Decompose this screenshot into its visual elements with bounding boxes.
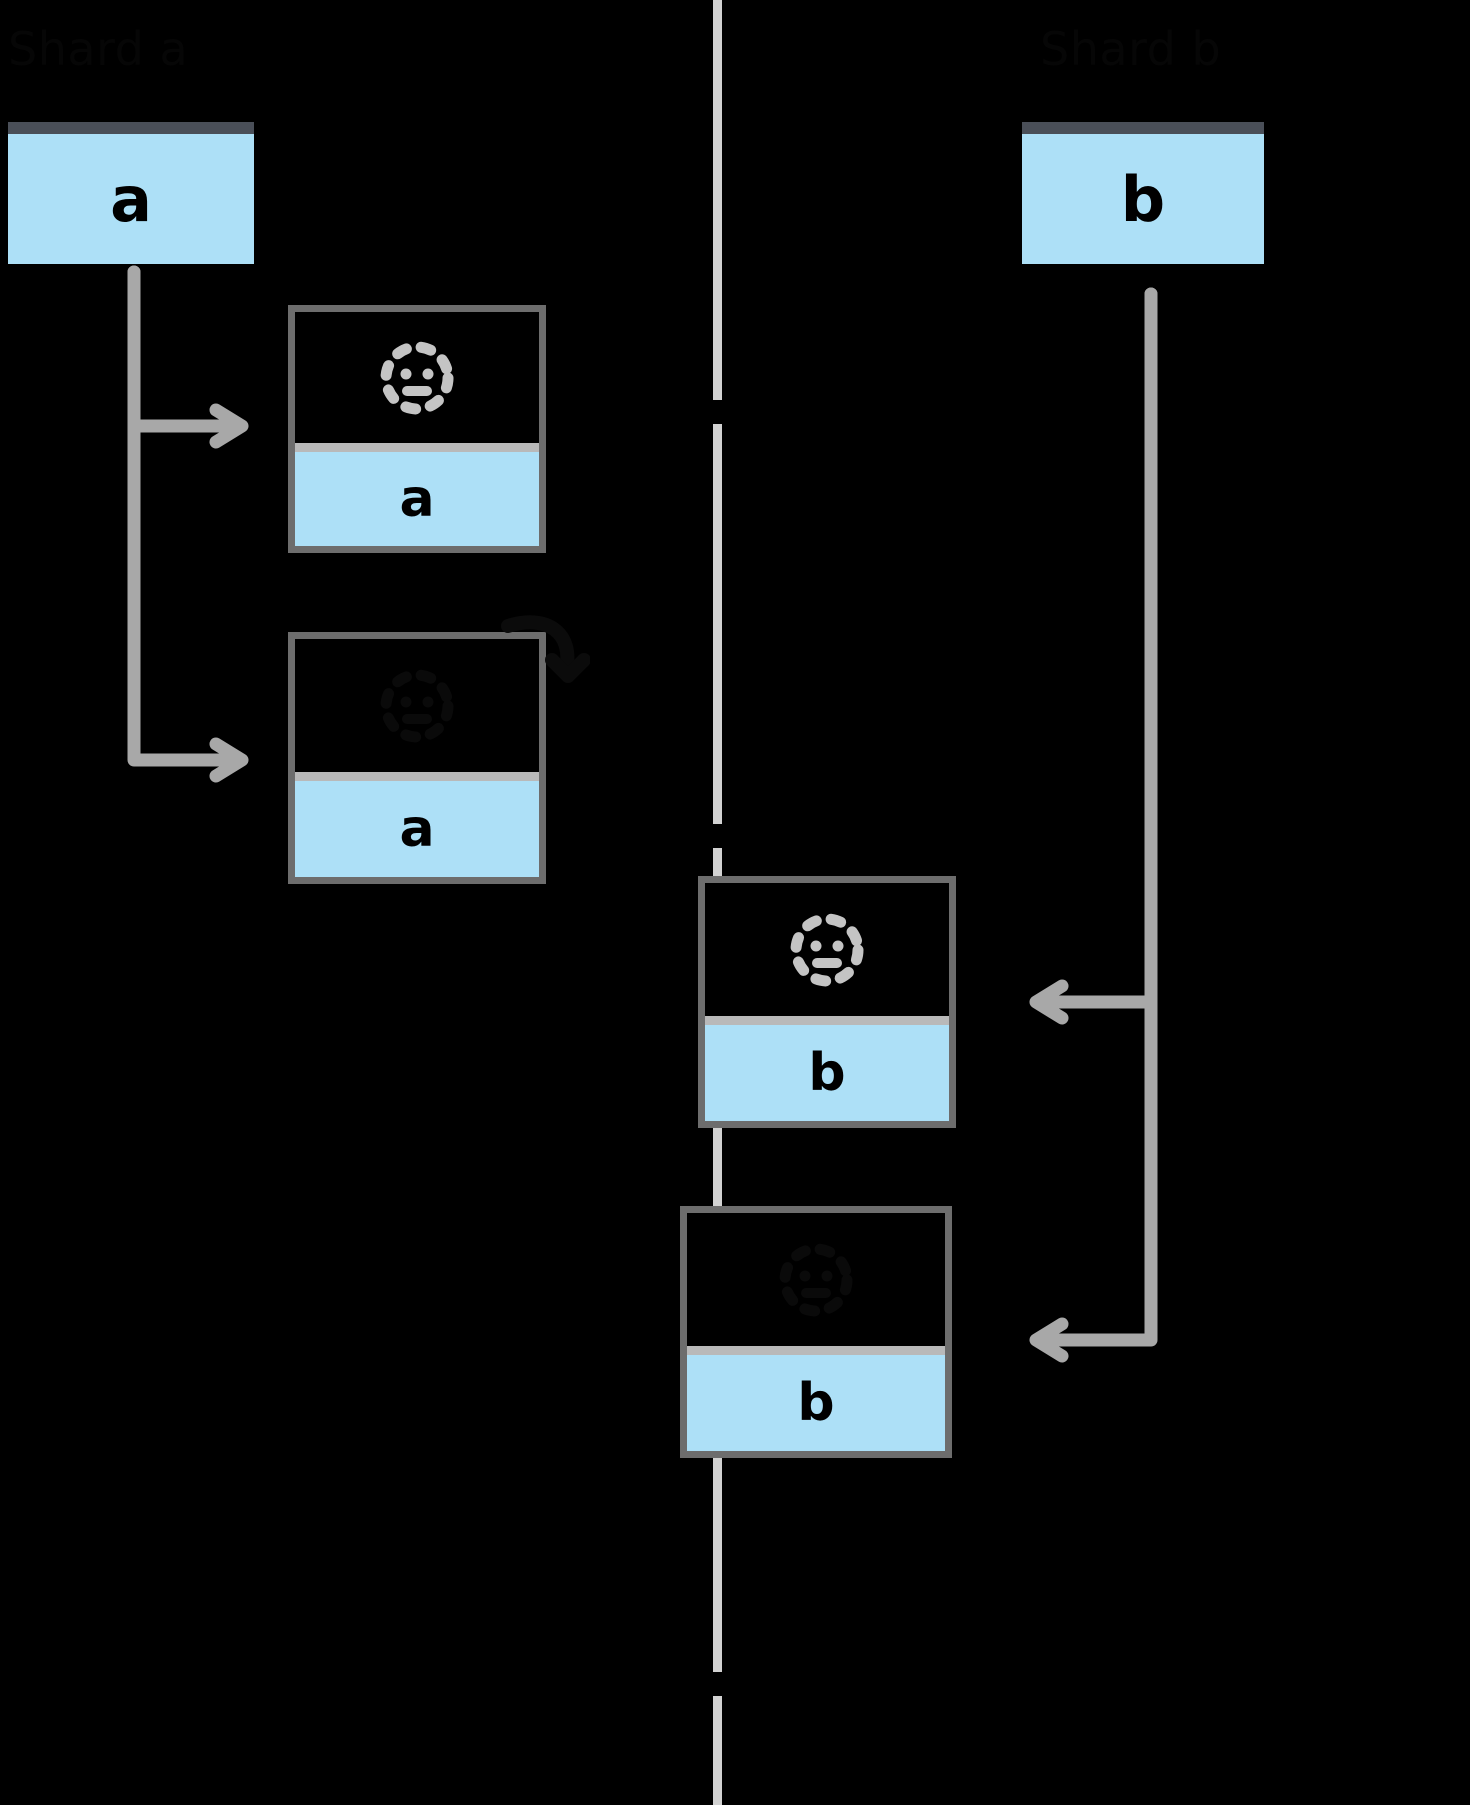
- root-node-b-label: b: [1120, 162, 1166, 236]
- leaf-b1-icon-area: [705, 883, 949, 1016]
- dashed-circle-icon: [374, 663, 460, 749]
- curved-accent-stroke: [500, 608, 591, 688]
- leaf-node-a1[interactable]: a: [288, 305, 546, 553]
- dashed-circle-icon: [784, 907, 870, 993]
- leaf-node-a1-label: a: [399, 469, 435, 530]
- leaf-node-b1-label: b: [808, 1043, 846, 1104]
- leaf-b1-band: b: [705, 1016, 949, 1121]
- left-group-title: Shard a: [8, 22, 189, 76]
- leaf-node-b2-label: b: [797, 1373, 835, 1434]
- arrow-a-to-a2: [120, 265, 290, 808]
- root-node-b[interactable]: b: [1022, 122, 1264, 264]
- leaf-a2-icon-area: [295, 639, 539, 772]
- leaf-a1-band: a: [295, 443, 539, 546]
- leaf-node-b1[interactable]: b: [698, 876, 956, 1128]
- dashed-circle-icon: [773, 1237, 859, 1323]
- root-node-a[interactable]: a: [8, 122, 254, 264]
- leaf-node-a2[interactable]: a: [288, 632, 546, 884]
- arrow-b-to-b2: [1020, 287, 1180, 1363]
- right-group-title: Shard b: [1040, 22, 1222, 76]
- leaf-b2-band: b: [687, 1346, 945, 1451]
- leaf-node-b2[interactable]: b: [680, 1206, 952, 1458]
- leaf-a2-band: a: [295, 772, 539, 877]
- root-node-a-label: a: [110, 162, 152, 236]
- leaf-a1-icon-area: [295, 312, 539, 443]
- dashed-circle-icon: [374, 335, 460, 421]
- leaf-b2-icon-area: [687, 1213, 945, 1346]
- leaf-node-a2-label: a: [399, 799, 435, 860]
